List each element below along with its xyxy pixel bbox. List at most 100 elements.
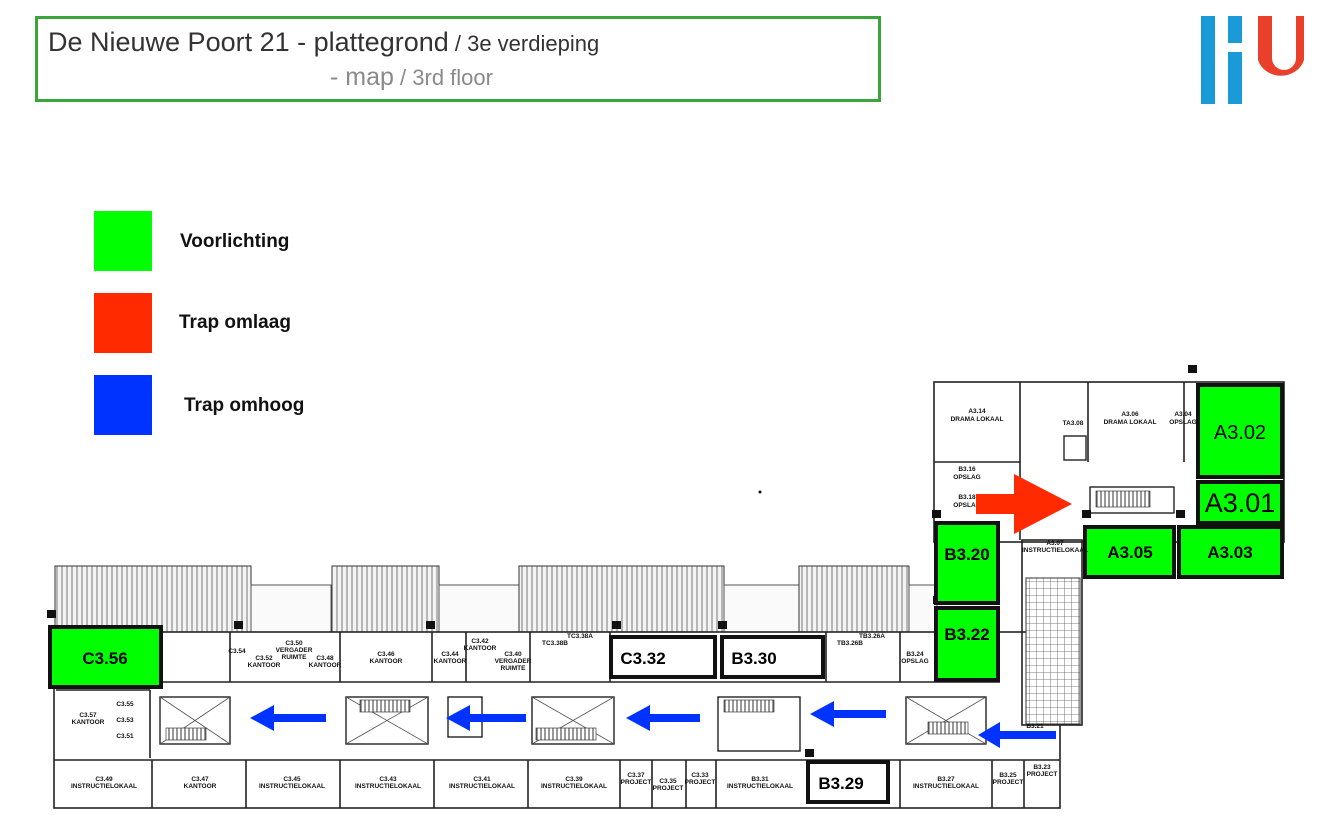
stairs-up-arrow-1 bbox=[250, 705, 326, 731]
room-c350-label: C3.50 bbox=[285, 640, 303, 647]
atrium-grid bbox=[1025, 577, 1081, 725]
room-c350-type2: RUIMTE bbox=[282, 654, 308, 661]
room-c357-label: C3.57 bbox=[79, 712, 97, 719]
room-c343-type: INSTRUCTIELOKAAL bbox=[355, 783, 421, 790]
title-nl-floor: 3e verdieping bbox=[467, 31, 600, 56]
room-b331-label: B3.31 bbox=[751, 776, 769, 783]
room-c332-label: C3.32 bbox=[620, 649, 665, 668]
room-a304-type: OPSLAG bbox=[1169, 419, 1196, 426]
room-b318-type: OPSLAG bbox=[953, 502, 980, 509]
room-a306-type: DRAMA LOKAAL bbox=[1104, 419, 1157, 426]
title-slash-en: / bbox=[393, 65, 413, 90]
room-c335-label: C3.35 bbox=[659, 778, 677, 785]
room-c348-label: C3.48 bbox=[316, 655, 334, 662]
room-b323-label: B3.23 bbox=[1033, 764, 1051, 771]
legend-label-trap-omhoog: Trap omhoog bbox=[184, 395, 305, 416]
room-c350-type1: VERGADER bbox=[276, 647, 313, 654]
room-b327-type: INSTRUCTIELOKAAL bbox=[913, 783, 979, 790]
room-c342-type: KANTOOR bbox=[464, 645, 497, 652]
stray-dot bbox=[758, 490, 762, 494]
room-c353-label: C3.53 bbox=[116, 717, 134, 724]
room-b324-label: B3.24 bbox=[906, 651, 924, 658]
room-b316-label: B3.16 bbox=[958, 466, 976, 473]
room-c344-label: C3.44 bbox=[441, 651, 459, 658]
room-c345-label: C3.45 bbox=[283, 776, 301, 783]
room-c333-label: C3.33 bbox=[691, 772, 709, 779]
room-b318-label: B3.18 bbox=[958, 494, 976, 501]
room-tc338b-label: TC3.38B bbox=[542, 640, 568, 647]
title-line-english: - map / 3rd floor bbox=[330, 63, 493, 92]
room-c357-type: KANTOOR bbox=[72, 719, 105, 726]
outlined-rooms bbox=[609, 635, 890, 804]
room-c348-type: KANTOOR bbox=[309, 662, 342, 669]
room-c340-label: C3.40 bbox=[504, 651, 522, 658]
room-c341-label: C3.41 bbox=[473, 776, 491, 783]
legend-swatch-trap-omlaag bbox=[94, 293, 152, 353]
title-separator: - bbox=[289, 27, 314, 57]
room-c339-label: C3.39 bbox=[565, 776, 583, 783]
legend-label-voorlichting: Voorlichting bbox=[180, 231, 290, 252]
stairs-down-arrow bbox=[976, 474, 1072, 534]
room-b329-label: B3.29 bbox=[818, 774, 863, 793]
room-a314-type: DRAMA LOKAAL bbox=[951, 416, 1004, 423]
room-b323-type: PROJECT bbox=[1027, 771, 1058, 778]
room-b327-label: B3.27 bbox=[937, 776, 955, 783]
room-b316-type: OPSLAG bbox=[953, 474, 980, 481]
legend-swatch-voorlichting bbox=[94, 211, 152, 271]
room-a314-label: A3.14 bbox=[968, 408, 986, 415]
room-c352-type: KANTOOR bbox=[248, 662, 281, 669]
room-c335-type: PROJECT bbox=[653, 785, 684, 792]
room-c342-label: C3.42 bbox=[471, 638, 489, 645]
room-ta308-label: TA3.08 bbox=[1063, 420, 1084, 427]
room-c340-type2: RUIMTE bbox=[501, 665, 527, 672]
room-b321-label: B3.21 bbox=[1026, 723, 1044, 730]
title-box: De Nieuwe Poort 21 - plattegrond / 3e ve… bbox=[35, 16, 881, 102]
room-a304-label: A3.04 bbox=[1174, 411, 1192, 418]
title-dash: - bbox=[330, 63, 346, 91]
title-en-map: map bbox=[345, 63, 394, 91]
room-a301-label: A3.01 bbox=[1205, 488, 1276, 518]
room-b331-type: INSTRUCTIELOKAAL bbox=[727, 783, 793, 790]
room-b324-type: OPSLAG bbox=[901, 658, 928, 665]
room-c345-type: INSTRUCTIELOKAAL bbox=[259, 783, 325, 790]
room-c346-type: KANTOOR bbox=[370, 658, 403, 665]
room-c344-type: KANTOOR bbox=[434, 658, 467, 665]
room-tb326a-label: TB3.26A bbox=[859, 633, 885, 640]
stairs-up-arrow-3 bbox=[626, 705, 700, 731]
room-b320-label: B3.20 bbox=[944, 545, 989, 564]
room-c355-label: C3.55 bbox=[116, 701, 134, 708]
highlighted-rooms bbox=[48, 383, 1284, 689]
stairs-up-arrow-5 bbox=[978, 722, 1056, 748]
room-b325-label: B3.25 bbox=[999, 772, 1017, 779]
room-tc338a-label: TC3.38A bbox=[567, 633, 593, 640]
room-b330-label: B3.30 bbox=[731, 649, 776, 668]
facade-strips bbox=[54, 565, 938, 633]
room-c351-label: C3.51 bbox=[116, 733, 134, 740]
room-c349-type: INSTRUCTIELOKAAL bbox=[71, 783, 137, 790]
room-c354-label: C3.54 bbox=[228, 648, 246, 655]
room-c337-label: C3.37 bbox=[627, 772, 645, 779]
stairs-up-arrow-2 bbox=[446, 705, 526, 731]
room-c340-type1: VERGADER bbox=[495, 658, 532, 665]
room-c333-type: PROJECT bbox=[685, 779, 716, 786]
room-b325-type: PROJECT bbox=[993, 779, 1024, 786]
room-a306-label: A3.06 bbox=[1121, 411, 1139, 418]
room-tb326b-label: TB3.26B bbox=[837, 640, 863, 647]
title-line-dutch: De Nieuwe Poort 21 - plattegrond / 3e ve… bbox=[48, 27, 599, 58]
room-c347-label: C3.47 bbox=[191, 776, 209, 783]
room-c352-label: C3.52 bbox=[255, 655, 273, 662]
room-c349-label: C3.49 bbox=[95, 776, 113, 783]
room-a303-label: A3.03 bbox=[1207, 543, 1252, 562]
room-c346-label: C3.46 bbox=[377, 651, 395, 658]
stairwells bbox=[159, 435, 1175, 752]
room-a302-label: A3.02 bbox=[1214, 422, 1266, 444]
legend-label-trap-omlaag: Trap omlaag bbox=[179, 312, 291, 333]
building-name: De Nieuwe Poort 21 bbox=[48, 27, 290, 57]
room-c339-type: INSTRUCTIELOKAAL bbox=[541, 783, 607, 790]
room-c341-type: INSTRUCTIELOKAAL bbox=[449, 783, 515, 790]
title-slash: / bbox=[448, 31, 468, 56]
legend-swatch-trap-omhoog bbox=[94, 375, 152, 435]
room-c343-label: C3.43 bbox=[379, 776, 397, 783]
room-a305-label: A3.05 bbox=[1107, 543, 1152, 562]
